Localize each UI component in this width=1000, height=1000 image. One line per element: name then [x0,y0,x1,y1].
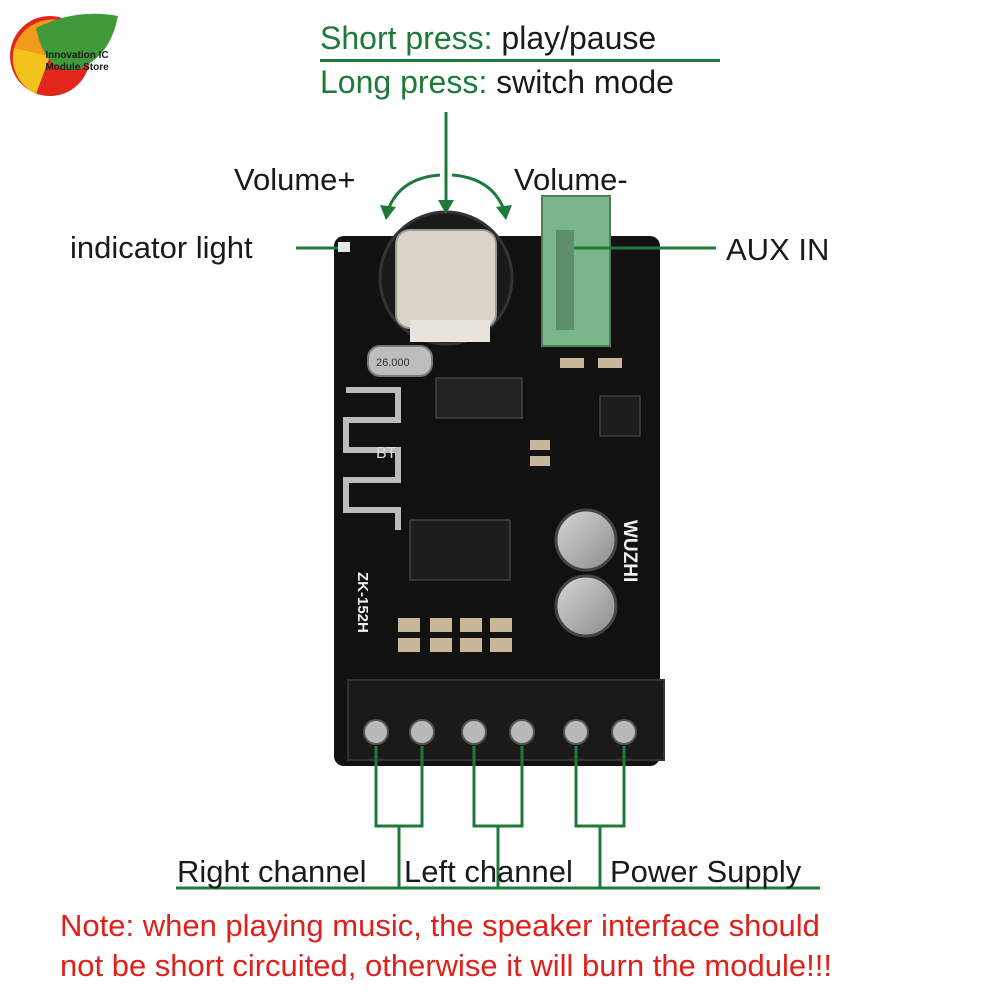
logo-line1: Innovation IC [45,50,109,61]
volume-plus-label: Volume+ [234,162,356,197]
terminal-block [347,679,665,761]
crystal-text: 26.000 [376,357,410,369]
power-supply-label: Power Supply [610,854,802,889]
warning-note-line1: Note: when playing music, the speaker in… [60,908,820,943]
short-press-value: play/pause [501,20,657,56]
short-press-underline [320,59,720,62]
model-text: ZK-152H [354,572,371,633]
store-logo: Innovation IC Module Store [6,8,124,100]
bt-text: BT [376,445,397,462]
right-channel-label: Right channel [177,854,367,889]
brand-text: WUZHI [619,520,640,582]
long-press-label: Long press: switch mode [320,64,674,101]
long-press-value: switch mode [496,64,674,100]
left-channel-label: Left channel [404,854,573,889]
long-press-key: Long press: [320,64,488,100]
short-press-key: Short press: [320,20,493,56]
capacitor-1 [554,508,618,572]
aux-in-label: AUX IN [726,232,830,267]
warning-note-line2: not be short circuited, otherwise it wil… [60,948,832,983]
volume-minus-label: Volume- [514,162,628,197]
capacitor-2 [554,574,618,638]
logo-line2: Module Store [45,62,109,73]
short-press-label: Short press: play/pause [320,20,656,57]
aux-jack [541,195,611,347]
indicator-light-label: indicator light [70,230,253,265]
